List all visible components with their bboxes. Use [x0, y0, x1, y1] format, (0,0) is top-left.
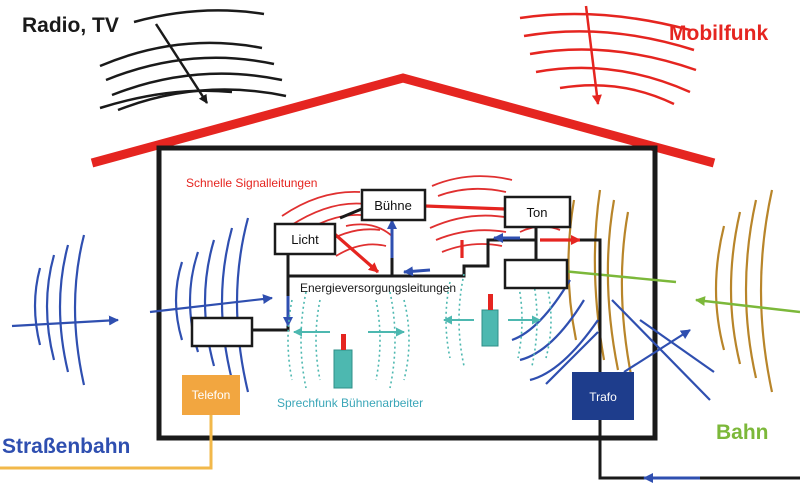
sprechfunk-arrows	[293, 315, 541, 337]
bahn-arrows	[551, 265, 800, 314]
walkie-talkie-icon	[333, 334, 353, 389]
box-telefon: Telefon	[182, 375, 240, 415]
box-trafo-label: Trafo	[589, 390, 617, 404]
energy-arrows	[283, 219, 700, 483]
house-roof	[90, 73, 716, 168]
box-licht: Licht	[273, 222, 337, 256]
box-buehne: Bühne	[360, 188, 427, 222]
box-buehne-label: Bühne	[374, 198, 412, 213]
label-signalleitungen: Schnelle Signalleitungen	[186, 176, 317, 190]
signal-lines	[328, 204, 581, 274]
radio-tv-waves	[99, 9, 287, 112]
walkie-talkie-icon	[481, 294, 499, 347]
box-trafo: Trafo	[572, 372, 634, 420]
label-sprechfunk: Sprechfunk Bühnenarbeiter	[277, 396, 423, 410]
box-ton-lower	[503, 258, 569, 290]
label-strassenbahn: Straßenbahn	[2, 435, 130, 458]
house-walls	[156, 145, 658, 441]
box-ton-label: Ton	[527, 205, 548, 220]
box-ton: Ton	[503, 195, 572, 229]
box-left-device	[190, 316, 254, 348]
label-energie: Energieversorgungsleitungen	[300, 281, 456, 295]
mobilfunk-waves	[519, 5, 697, 106]
strassenbahn-waves	[11, 217, 273, 393]
label-mobilfunk: Mobilfunk	[669, 22, 768, 45]
box-licht-label: Licht	[291, 232, 319, 247]
phone-line	[0, 415, 213, 470]
label-radio-tv: Radio, TV	[22, 14, 119, 37]
label-bahn: Bahn	[716, 421, 769, 444]
box-telefon-label: Telefon	[192, 388, 231, 402]
